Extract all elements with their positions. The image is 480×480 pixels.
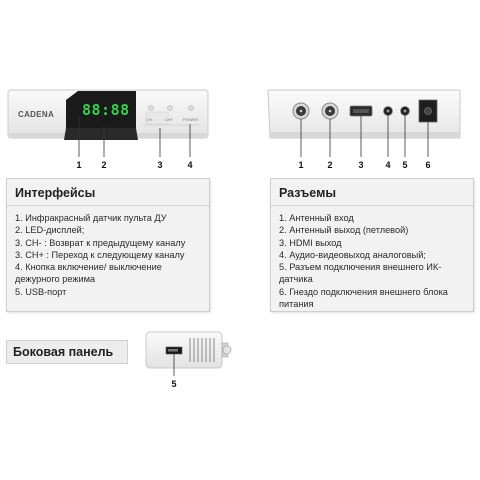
interfaces-item: 2. LED-дисплей; — [15, 225, 85, 236]
back-callout-4: 4 — [385, 160, 391, 170]
front-callout-2: 2 — [101, 160, 107, 170]
interfaces-divider — [7, 205, 209, 206]
front-device — [7, 89, 209, 140]
connectors-item: 1. Антенный вход — [279, 213, 354, 223]
interfaces-item: 3. CH- : Возврат к предыдущему каналу — [15, 237, 186, 248]
side-device — [145, 331, 232, 369]
interfaces-item: 3. CH+ : Переход к следующему каналу — [15, 249, 185, 260]
led-display: 88:88 — [82, 101, 130, 119]
connectors-item: 6. Гнездо подключения внешнего блока пит… — [279, 286, 448, 310]
interfaces-item: 4. Кнопка включение/ выключение дежурног… — [15, 262, 162, 285]
back-callout-lines — [300, 115, 429, 157]
front-callout-lines — [78, 116, 191, 157]
back-device — [267, 89, 461, 139]
connectors-title: Разъемы — [279, 186, 337, 200]
side-panel-label: Боковая панель — [6, 340, 128, 364]
interfaces-title: Интерфейсы — [15, 186, 96, 200]
back-callout-1: 1 — [298, 160, 304, 170]
ch-minus-label: CH- — [146, 117, 154, 122]
interfaces-list: 1. Инфракрасный датчик пульта ДУ 2. LED-… — [15, 212, 203, 298]
back-callout-3: 3 — [358, 160, 364, 170]
interfaces-item: 1. Инфракрасный датчик пульта ДУ — [15, 213, 167, 223]
led-display-housing — [66, 91, 136, 128]
power-button-icon — [188, 105, 194, 111]
ch-plus-label: CH+ — [165, 117, 174, 122]
connectors-item: 2. Антенный выход (петлевой) — [279, 225, 409, 236]
interfaces-panel: Интерфейсы 1. Инфракрасный датчик пульта… — [6, 178, 210, 312]
back-callout-6: 6 — [425, 160, 431, 170]
back-callout-2: 2 — [327, 160, 333, 170]
interfaces-item: 5. USB-порт — [15, 286, 67, 297]
side-callout-5: 5 — [171, 379, 177, 389]
brand-logo: CADENA — [18, 110, 55, 119]
ch-plus-button-icon — [167, 105, 173, 111]
front-callout-4: 4 — [187, 160, 193, 170]
connectors-item: 5. Разъем подключения внешнего ИК-датчик… — [279, 262, 442, 285]
connectors-item: 4. Аудио-видеовыход аналоговый; — [279, 249, 426, 260]
power-label: POWER — [183, 117, 199, 122]
connectors-panel: Разъемы 1. Антенный вход 2. Антенный вых… — [270, 178, 474, 312]
front-callout-1: 1 — [76, 160, 82, 170]
connectors-list: 1. Антенный вход 2. Антенный выход (петл… — [279, 212, 467, 310]
ch-minus-button-icon — [148, 105, 154, 111]
back-callout-5: 5 — [402, 160, 408, 170]
connectors-divider — [271, 205, 473, 206]
connectors-item: 3. HDMI выход — [279, 237, 342, 248]
front-callout-3: 3 — [157, 160, 163, 170]
